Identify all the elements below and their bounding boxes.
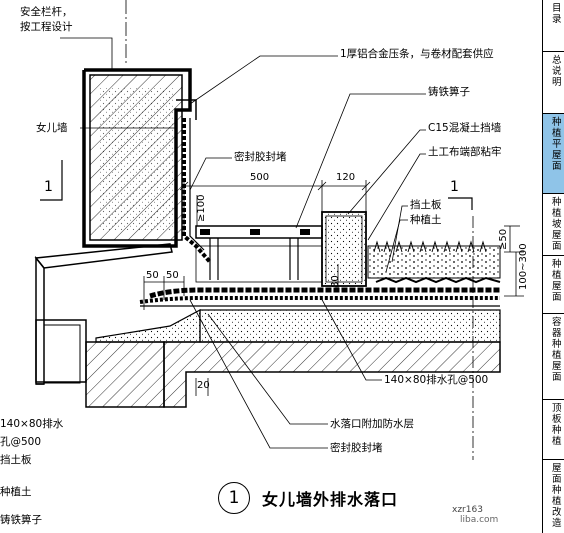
left-note-1: 140×80排水 [0, 418, 64, 430]
pressure-strip-label: 1厚铝合金压条，与卷材配套供应 [340, 48, 494, 60]
lower-wall [85, 341, 165, 408]
watermark-user: xzr163 [452, 505, 483, 515]
roof-build-up [95, 287, 501, 343]
dimension-lines [143, 180, 524, 396]
sealant-bottom-label: 密封胶封堵 [330, 442, 383, 454]
sidebar-item[interactable]: 顶板种植 [543, 400, 564, 460]
dim-20: 20 [197, 380, 210, 391]
sidebar-item[interactable]: 总说明 [543, 52, 564, 114]
sealant-top-label: 密封胶封堵 [234, 151, 287, 163]
section-mark-left: 1 [44, 179, 53, 195]
index-sidebar: 目录 总说明 种植平屋面 种植坡屋面 种植屋面 容器种植屋面 顶板种植 屋面种植… [542, 0, 564, 533]
sidebar-item[interactable]: 屋面种植改造 [552, 463, 562, 529]
dim-50-c: ≥50 [498, 228, 509, 250]
parapet-wall [82, 68, 192, 248]
drawing-title: 1 女儿墙外排水落口 [218, 481, 398, 515]
soil-board-label: 挡土板 [410, 199, 442, 211]
retaining-wall [321, 211, 367, 287]
left-note-2: 孔@500 [0, 436, 42, 448]
dim-100-300: 100~300 [518, 243, 529, 290]
left-note-5: 铸铁箅子 [0, 514, 42, 526]
dim-100: ≥100 [196, 194, 207, 222]
outlet-waterproof-label: 水落口附加防水层 [330, 418, 414, 430]
retaining-wall-label: C15混凝土挡墙 [428, 122, 502, 134]
sidebar-item[interactable]: 目录 [543, 0, 564, 52]
geotextile-label: 土工布端部粘牢 [428, 146, 502, 158]
watermark-site: liba.com [460, 515, 499, 525]
membrane-layers [182, 118, 212, 264]
sidebar-item[interactable]: 种植屋面 [543, 256, 564, 314]
sidebar-item-active[interactable]: 种植平屋面 [543, 114, 564, 194]
cast-iron-grate-label: 铸铁箅子 [428, 86, 470, 98]
dim-500: 500 [250, 172, 270, 183]
dim-80: 80 [330, 275, 341, 288]
dim-120: 120 [336, 172, 356, 183]
drain-hole-label: 140×80排水孔@500 [384, 374, 489, 386]
planting-soil [367, 240, 501, 279]
section-marker-lines [40, 160, 474, 460]
dim-50-b: 50 [166, 270, 179, 281]
cast-iron-grate [195, 225, 323, 283]
railing-label-1: 安全栏杆， [20, 6, 73, 18]
left-note-3: 挡土板 [0, 454, 32, 466]
dim-50-a: 50 [146, 270, 159, 281]
title-text: 女儿墙外排水落口 [262, 490, 399, 509]
leader-lines [60, 37, 426, 449]
sidebar-item[interactable]: 种植坡屋面 [543, 194, 564, 256]
title-number: 1 [218, 482, 250, 514]
planting-soil-label: 种植土 [410, 214, 442, 226]
sidebar-item[interactable]: 容器种植屋面 [543, 314, 564, 400]
detail-drawing [34, 0, 524, 460]
left-note-4: 种植土 [0, 486, 32, 498]
parapet-label: 女儿墙 [36, 122, 68, 134]
railing-label-2: 按工程设计 [20, 21, 73, 33]
drainage-board [375, 276, 501, 284]
section-mark-right: 1 [450, 179, 459, 195]
